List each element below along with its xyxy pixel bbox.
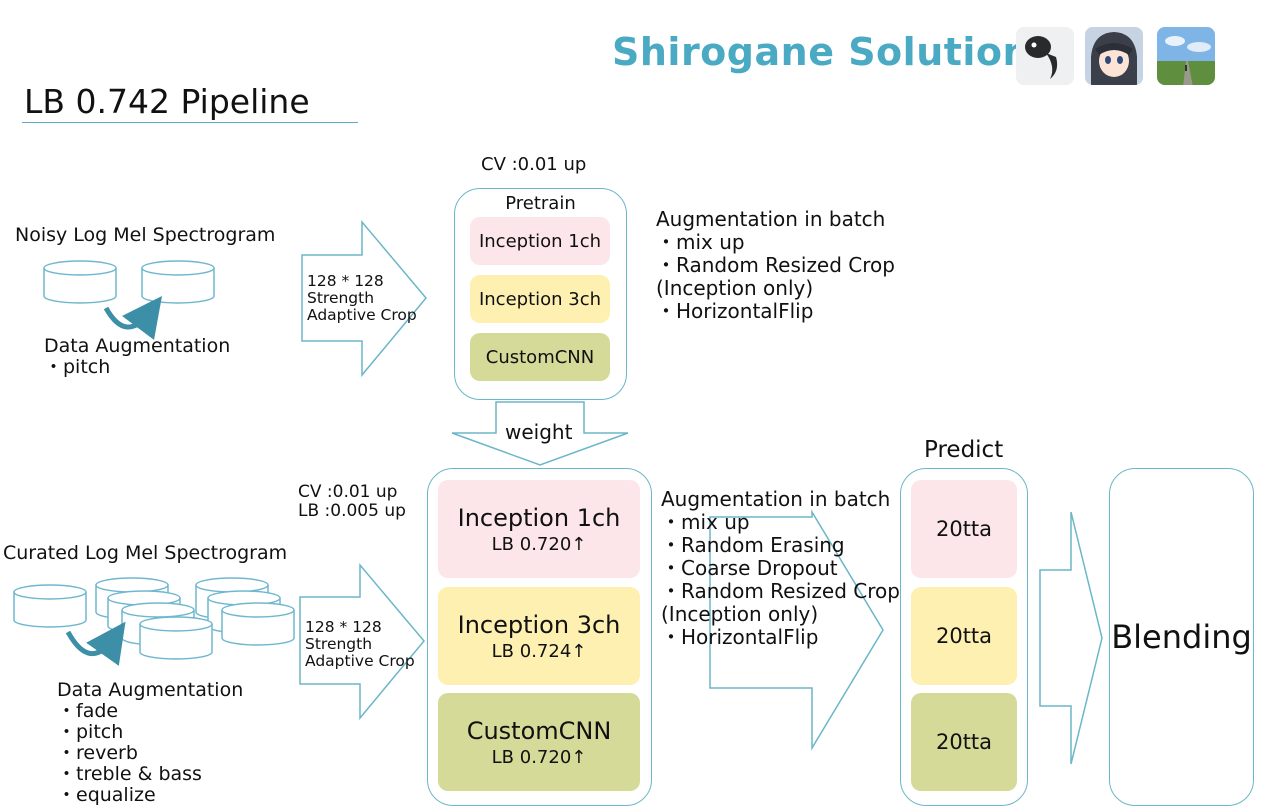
pretrain-input-arrow: [301, 219, 427, 378]
train-arrow-text: 128 * 128 Strength Adaptive Crop: [305, 618, 415, 670]
blending-panel: Blending: [1109, 468, 1254, 806]
train-batch-aug: Augmentation in batch ・mix up ・Random Er…: [661, 487, 900, 649]
pretrain-model-inception-3ch: Inception 3ch: [470, 275, 610, 323]
pretrain-panel-title: Pretrain: [505, 193, 576, 214]
curated-input-label: Curated Log Mel Spectrogram: [3, 542, 288, 564]
pretrain-model-inception-1ch: Inception 1ch: [470, 217, 610, 265]
train-notes: CV :0.01 up LB :0.005 up: [298, 482, 406, 521]
train-panel: Inception 1ch LB 0.720↑ Inception 3ch LB…: [427, 468, 652, 806]
curated-augmented-cylinders: [95, 577, 295, 660]
tadpole-icon: [1016, 27, 1074, 85]
pretrain-cv-note: CV :0.01 up: [481, 154, 587, 175]
curated-curve-arrow: [65, 621, 126, 666]
noisy-curve-arrow: [103, 296, 163, 341]
predict-panel: 20tta 20tta 20tta: [900, 468, 1028, 806]
predict-title: Predict: [924, 437, 1004, 463]
noisy-augmented-cylinder: [141, 260, 215, 304]
blending-label: Blending: [1111, 618, 1252, 656]
train-model-inception-3ch: Inception 3ch LB 0.724↑: [438, 587, 640, 685]
noisy-aug-title: Data Augmentation: [44, 335, 231, 357]
pretrain-panel: Pretrain Inception 1ch Inception 3ch Cus…: [454, 188, 627, 400]
noisy-aug-item: ・pitch: [44, 356, 111, 378]
weight-label: weight: [505, 420, 573, 444]
curated-input-cylinder: [13, 584, 87, 628]
pretrain-batch-aug: Augmentation in batch ・mix up ・Random Re…: [656, 207, 895, 323]
curated-aug-list: Data Augmentation ・fade ・pitch ・reverb ・…: [57, 679, 244, 806]
landscape-photo-icon: [1157, 27, 1215, 85]
predict-tta-3: 20tta: [911, 693, 1017, 791]
anime-character-icon: [1085, 27, 1143, 85]
predict-tta-2: 20tta: [911, 587, 1017, 685]
page-title: LB 0.742 Pipeline: [24, 82, 310, 121]
train-model-inception-1ch: Inception 1ch LB 0.720↑: [438, 480, 640, 578]
brand-title: Shirogane Solution: [612, 30, 1031, 74]
predict-tta-1: 20tta: [911, 480, 1017, 578]
train-model-customcnn: CustomCNN LB 0.720↑: [438, 693, 640, 791]
noisy-input-label: Noisy Log Mel Spectrogram: [15, 224, 276, 246]
train-input-arrow: [299, 562, 425, 721]
weight-arrow: [451, 401, 629, 466]
blending-input-arrow: [1039, 511, 1103, 765]
title-underline: [22, 122, 358, 123]
noisy-input-cylinder: [43, 260, 117, 304]
predict-input-arrow: [709, 509, 884, 751]
pretrain-arrow-text: 128 * 128 Strength Adaptive Crop: [307, 272, 417, 324]
pretrain-model-customcnn: CustomCNN: [470, 333, 610, 381]
